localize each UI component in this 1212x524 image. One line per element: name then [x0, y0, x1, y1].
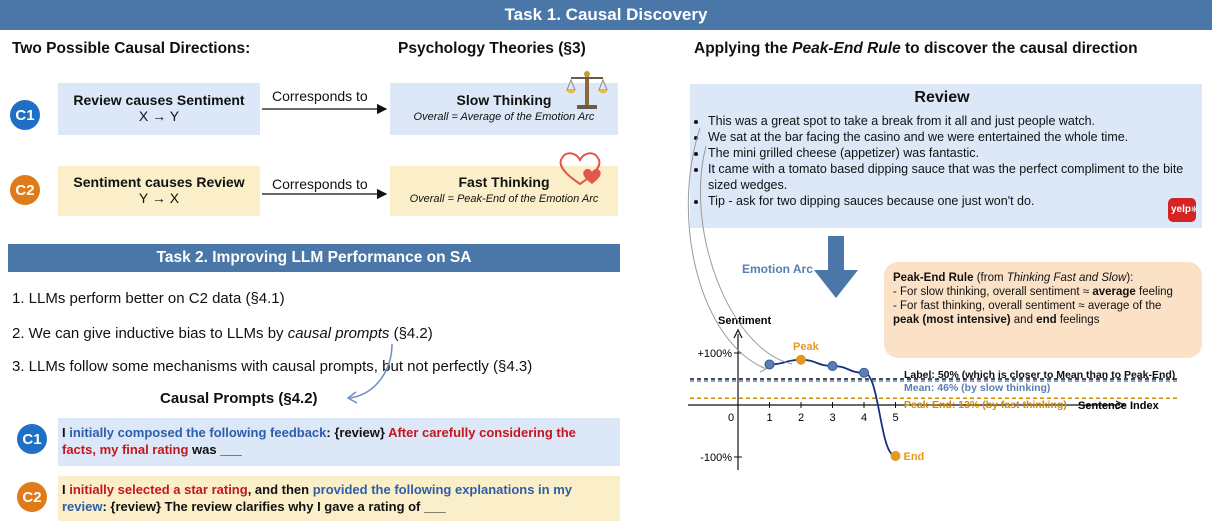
prompt-c1-p5: was ___	[188, 442, 242, 457]
c2-theory-title: Fast Thinking	[458, 174, 550, 190]
review-title: Review	[914, 89, 970, 106]
prompt-c2-p1: I	[62, 482, 70, 497]
x-tick-label: 1	[767, 412, 773, 424]
x-tick-label: 0	[728, 412, 734, 424]
prompt-c2-p5: : {review} The review clarifies why I ga…	[102, 499, 446, 514]
prompt-c2-p3: , and then	[247, 482, 313, 497]
review-sentence: We sat at the bar facing the casino and …	[708, 129, 1194, 145]
data-point	[859, 367, 869, 378]
reference-label-label: Label: 50% (which is closer to Mean than…	[904, 369, 1175, 381]
prompt-c1-badge: C1	[17, 424, 47, 454]
peak-end-rule-line4: peak (most intensive) and end feelings	[893, 314, 1100, 326]
task2-banner: Task 2. Improving LLM Performance on SA	[8, 244, 620, 272]
yelp-logo-text: yelp	[1171, 204, 1192, 215]
c2-badge: C2	[10, 175, 40, 205]
causal-prompt-curve-arrow	[346, 343, 393, 404]
causal-directions-heading: Two Possible Causal Directions:	[12, 40, 251, 57]
prompt-c2-p2: initially selected a star rating	[69, 482, 248, 497]
causal-prompts-title: Causal Prompts (§4.2)	[160, 390, 318, 407]
data-point	[827, 361, 838, 371]
data-point	[764, 359, 775, 370]
prompt-c2-box: I initially selected a star rating, and …	[58, 476, 620, 521]
task2-item-2-em: causal prompts	[287, 325, 390, 342]
x-axis-arrowhead	[1115, 400, 1126, 410]
task2-item-2-pre: 2. We can give inductive bias to LLMs by	[12, 325, 288, 342]
c1-theory-title: Slow Thinking	[456, 92, 552, 108]
c2-theory-desc: Overall = Peak-End of the Emotion Arc	[409, 193, 599, 205]
c2-direction-title: Sentiment causes Review	[73, 174, 245, 190]
prompt-c1-p3: : {review}	[326, 425, 389, 440]
review-sentence: This was a great spot to take a break fr…	[708, 113, 1194, 129]
x-tick-label: 5	[893, 412, 899, 424]
peak-end-rule-line2: - For slow thinking, overall sentiment ≈…	[893, 286, 1173, 298]
data-point	[796, 354, 806, 365]
end-label: End	[904, 451, 925, 463]
peak-end-heading-em: Peak-End Rule	[792, 40, 901, 57]
c2-theory-box: Fast Thinking Overall = Peak-End of the …	[390, 166, 618, 216]
x-tick-label: 2	[798, 412, 804, 424]
data-point	[890, 450, 901, 461]
c1-theory-desc: Overall = Average of the Emotion Arc	[413, 111, 595, 123]
reference-label-peak-end: Peak-End: 13% (by fast thinking)	[904, 399, 1067, 411]
x-tick-label: 4	[861, 412, 867, 424]
review-sentence: Tip - ask for two dipping sauces because…	[708, 193, 1194, 209]
emotion-arc-label: Emotion Arc	[742, 262, 813, 276]
prompt-c2-badge: C2	[17, 482, 47, 512]
c2-arrow-label: Corresponds to	[272, 176, 368, 192]
down-arrow-icon	[814, 236, 858, 298]
peak-label: Peak	[793, 341, 820, 353]
task2-item-3: 3. LLMs follow some mechanisms with caus…	[12, 358, 533, 375]
prompt-c1-p2: initially composed the following feedbac…	[69, 425, 327, 440]
c2-direction-formula: Y → X	[138, 190, 180, 206]
review-box: Review This was a great spot to take a b…	[690, 84, 1202, 228]
yelp-logo: yelp✻	[1168, 198, 1198, 222]
review-sentences: This was a great spot to take a break fr…	[690, 113, 1194, 209]
peak-end-heading: Applying the Peak-End Rule to discover t…	[694, 40, 1138, 58]
scale-icon	[566, 71, 608, 109]
task2-item-2: 2. We can give inductive bias to LLMs by…	[12, 325, 433, 342]
c1-direction-title: Review causes Sentiment	[73, 92, 245, 108]
review-sentence: The mini grilled cheese (appetizer) was …	[708, 145, 1194, 161]
prompt-c2-p4: provided the following explanations in m…	[62, 482, 573, 514]
prompt-c1-p4: After carefully considering the facts, m…	[62, 425, 576, 457]
task1-banner: Task 1. Causal Discovery	[0, 0, 1212, 30]
c1-arrow-label: Corresponds to	[272, 88, 368, 104]
peak-end-rule-box: Peak-End Rule (from Thinking Fast and Sl…	[884, 262, 1202, 358]
y-axis-label: Sentiment	[718, 315, 772, 327]
yelp-burst-icon: ✻	[1191, 205, 1198, 214]
c1-badge: C1	[10, 100, 40, 130]
review-sentence: It came with a tomato based dipping sauc…	[708, 161, 1194, 193]
heart-icon	[559, 152, 601, 186]
psychology-theories-heading: Psychology Theories (§3)	[398, 40, 586, 57]
task2-item-2-post: (§4.2)	[389, 325, 433, 342]
peak-end-heading-post: to discover the causal direction	[900, 40, 1138, 57]
left-arrows-layer	[262, 71, 608, 200]
c2-direction-box: Sentiment causes Review Y → X	[58, 166, 260, 216]
peak-end-heading-pre: Applying the	[694, 40, 793, 57]
c1-direction-formula: X → Y	[138, 108, 180, 124]
y-tick-label: -100%	[700, 452, 732, 464]
c1-direction-box: Review causes Sentiment X → Y	[58, 83, 260, 135]
task2-item-1: 1. LLMs perform better on C2 data (§4.1)	[12, 290, 285, 307]
x-axis-label: Sentence Index	[1078, 400, 1160, 412]
y-tick-label: +100%	[697, 348, 732, 360]
reference-label-mean: Mean: 46% (by slow thinking)	[904, 382, 1050, 394]
x-tick-label: 3	[830, 412, 836, 424]
peak-end-rule-line3: - For fast thinking, overall sentiment ≈…	[893, 300, 1162, 312]
prompt-c1-box: I initially composed the following feedb…	[58, 418, 620, 466]
prompt-c1-p1: I	[62, 425, 70, 440]
peak-end-rule-line1: Peak-End Rule (from Thinking Fast and Sl…	[893, 272, 1134, 284]
